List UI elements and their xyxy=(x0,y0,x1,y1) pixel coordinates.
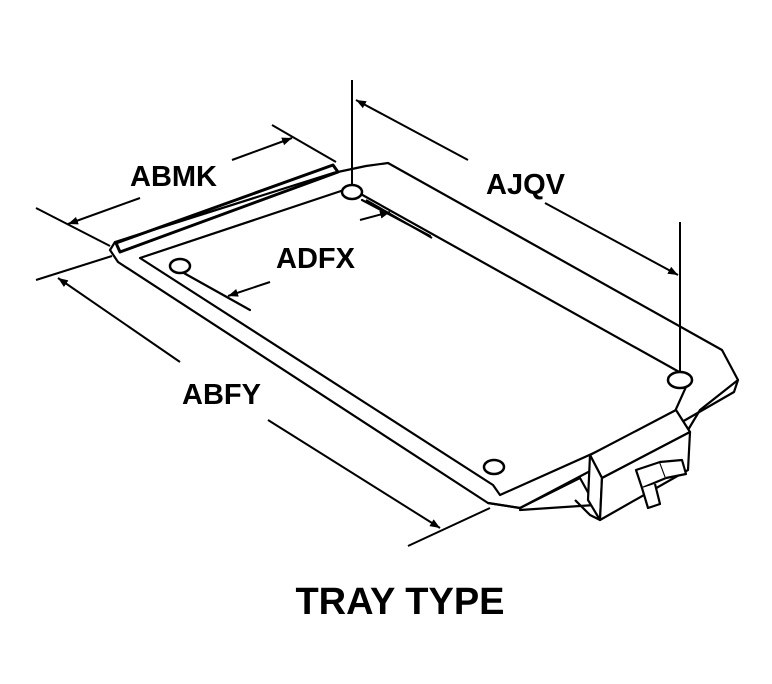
tray-front-lip xyxy=(486,476,597,512)
label-abfy: ABFY xyxy=(182,379,261,411)
hole-back-left xyxy=(168,257,192,275)
adfx-arrow-right xyxy=(359,210,391,221)
abmk-arrow-left xyxy=(67,197,141,225)
abmk-arrow-right xyxy=(231,137,293,161)
diagram-caption: TRAY TYPE xyxy=(295,581,504,623)
abmk-ext-right xyxy=(271,124,337,163)
ajqv-arrow-left xyxy=(355,99,469,161)
tray-back-lip xyxy=(114,163,340,254)
hole-back-right xyxy=(340,183,364,201)
label-abmk: ABMK xyxy=(130,161,217,193)
adfx-ext-right xyxy=(365,199,433,239)
hole-front-right xyxy=(666,370,694,390)
abfy-arrow-up xyxy=(57,277,181,363)
abmk-ext-left xyxy=(35,207,111,247)
wing-nut-icon xyxy=(634,458,688,510)
label-adfx: ADFX xyxy=(276,243,356,275)
abfy-ext-bottom xyxy=(407,507,491,547)
flange-line-left xyxy=(180,270,252,312)
abfy-arrow-down xyxy=(267,419,441,529)
dimension-lines xyxy=(35,80,681,547)
label-ajqv: AJQV xyxy=(486,169,566,201)
mounting-holes xyxy=(168,183,694,476)
hole-front-left xyxy=(482,458,506,476)
abfy-ext-top xyxy=(35,255,113,281)
adfx-arrow-left xyxy=(227,281,271,297)
ajqv-arrow-right xyxy=(544,202,679,276)
